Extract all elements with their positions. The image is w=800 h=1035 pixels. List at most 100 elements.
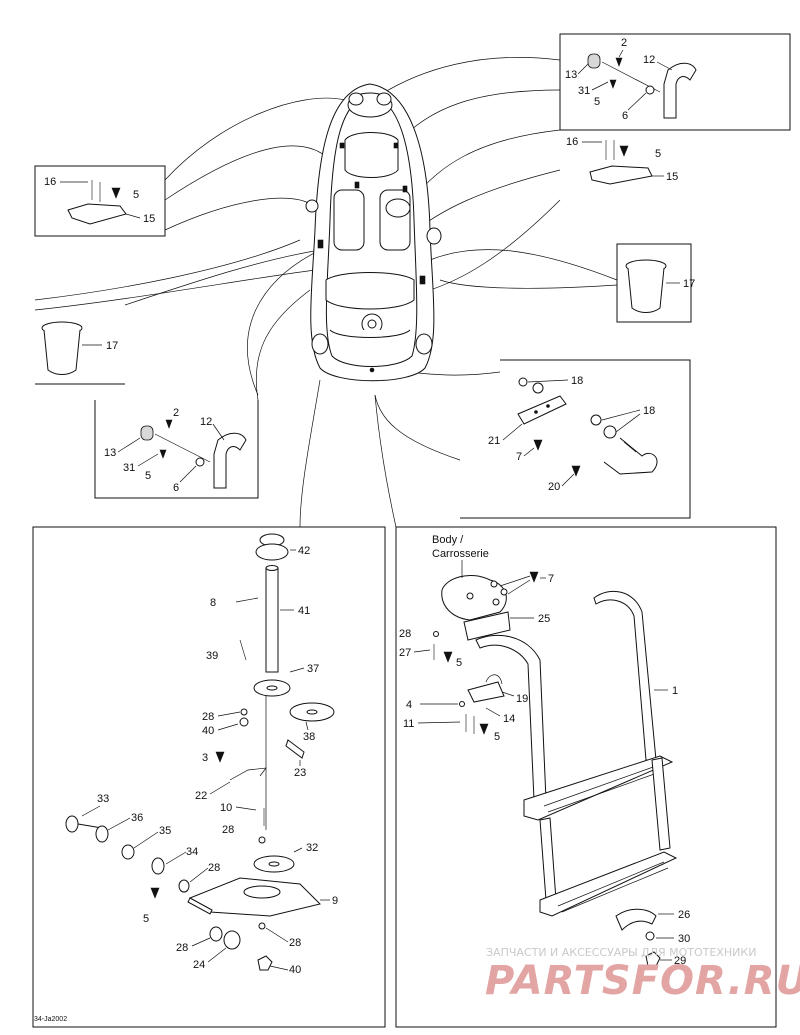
leader-lines [34, 57, 618, 528]
body-label: Body / [432, 534, 464, 546]
part-callout-label: 26 [678, 909, 690, 921]
part-callout-label: 40 [289, 964, 301, 976]
nut-icon [571, 465, 581, 477]
bracket-icon [517, 395, 567, 425]
tow-eye-kit: 18 18 21 7 20 [488, 375, 658, 493]
watercraft-hull [305, 83, 442, 382]
washer-icon [645, 85, 655, 95]
part-callout-label: 13 [104, 447, 116, 459]
part-callout-label: 29 [674, 955, 686, 967]
part-callout-label: 5 [494, 731, 500, 743]
part-callout-label: 33 [97, 793, 109, 805]
part-callout-label: 39 [206, 650, 218, 662]
part-callout-label: 5 [145, 470, 151, 482]
part-callout-label: 1 [672, 685, 678, 697]
part-callout-label: 24 [193, 959, 205, 971]
part-callout-label: 22 [195, 790, 207, 802]
nut-icon [479, 723, 489, 735]
u-bolt-icon [603, 437, 658, 475]
part-callout-label: 41 [298, 605, 310, 617]
nut-icon [609, 79, 617, 89]
part-callout-label: 28 [208, 862, 220, 874]
part-callout-label: 5 [594, 96, 600, 108]
part-callout-label: 12 [643, 54, 655, 66]
part-callout-label: 5 [133, 189, 139, 201]
handle-icon [213, 432, 247, 489]
part-callout-label: 7 [516, 451, 522, 463]
part-callout-label: 5 [456, 657, 462, 669]
body-panel-icon [441, 575, 507, 621]
ladder-rail-icon [475, 634, 547, 801]
panel-frames [32, 33, 791, 1028]
part-callout-label: 21 [488, 435, 500, 447]
part-callout-label: 28 [222, 824, 234, 836]
part-callout-label: 37 [307, 663, 319, 675]
cleat-icon [589, 165, 653, 185]
part-callout-label: 5 [655, 148, 661, 160]
part-callout-label: 18 [571, 375, 583, 387]
part-callout-label: 15 [143, 213, 155, 225]
nut-icon [111, 187, 121, 199]
handle-icon [663, 62, 697, 119]
part-callout-label: 19 [516, 693, 528, 705]
part-callout-label: 5 [143, 913, 149, 925]
screw-icon [615, 57, 623, 67]
part-callout-label: 18 [643, 405, 655, 417]
part-callout-label: 17 [683, 278, 695, 290]
watermark: ЗАПЧАСТИ И АКСЕССУАРЫ ДЛЯ МОТОТЕХНИКИ PA… [485, 946, 800, 1004]
stopper-icon [615, 908, 657, 931]
part-callout-label: 16 [44, 176, 56, 188]
nut-icon [443, 651, 453, 663]
part-callout-label: 23 [294, 767, 306, 779]
part-callout-label: 17 [106, 340, 118, 352]
handle-bushing-icon [587, 53, 601, 69]
part-callout-label: 8 [210, 597, 216, 609]
part-callout-label: 25 [538, 613, 550, 625]
part-callout-label: 12 [200, 416, 212, 428]
part-callout-label: 4 [406, 699, 412, 711]
part-callout-label: 9 [332, 895, 338, 907]
part-callout-label: 36 [131, 812, 143, 824]
ladder-step-icon [523, 755, 674, 821]
body-label-fr: Carrosserie [432, 548, 489, 560]
cleat-kit-left: 16 5 15 [44, 176, 155, 225]
part-callout-label: 40 [202, 725, 214, 737]
part-callout-label: 27 [399, 647, 411, 659]
part-callout-label: 38 [303, 731, 315, 743]
cleat-kit-top-right: 16 5 15 [566, 136, 678, 185]
part-callout-label: 10 [220, 802, 232, 814]
cleat-icon [67, 203, 127, 225]
handle-kit-left: 2 12 13 31 5 6 [104, 407, 247, 494]
part-callout-label: 31 [123, 462, 135, 474]
part-callout-label: 13 [565, 69, 577, 81]
ladder-rail-icon [593, 590, 657, 761]
part-callout-label: 20 [548, 481, 560, 493]
part-callout-label: 2 [173, 407, 179, 419]
part-callout-label: 35 [159, 825, 171, 837]
cup-holder-right: 17 [625, 259, 695, 313]
part-callout-label: 6 [173, 482, 179, 494]
diagram-code: 34-Ja2002 [34, 1016, 67, 1023]
nut-icon [645, 951, 661, 967]
part-callout-label: 6 [622, 110, 628, 122]
watermark-tagline: ЗАПЧАСТИ И АКСЕССУАРЫ ДЛЯ МОТОТЕХНИКИ [486, 946, 756, 959]
steering-column-kit: 42 8 41 39 37 28 40 38 3 23 22 10 28 [65, 533, 338, 976]
washer-icon [195, 457, 205, 467]
nut-icon [533, 439, 543, 451]
part-callout-label: 28 [202, 711, 214, 723]
nut-icon [257, 955, 273, 971]
part-callout-label: 3 [202, 752, 208, 764]
bracket-icon [463, 611, 511, 641]
handle-kit-top-right: 2 13 12 31 5 6 [565, 37, 697, 122]
ladder-step-icon [539, 851, 678, 917]
part-callout-label: 28 [399, 628, 411, 640]
part-callout-label: 34 [186, 846, 198, 858]
part-callout-label: 32 [306, 842, 318, 854]
part-callout-label: 15 [666, 171, 678, 183]
boarding-ladder-kit: Body / Carrosserie 7 25 28 27 5 1 19 4 [399, 534, 690, 967]
watermark-logo: PARTSFOR.RU [485, 958, 800, 1004]
part-callout-label: 28 [289, 937, 301, 949]
part-callout-label: 31 [578, 85, 590, 97]
handle-bushing-icon [140, 425, 154, 441]
